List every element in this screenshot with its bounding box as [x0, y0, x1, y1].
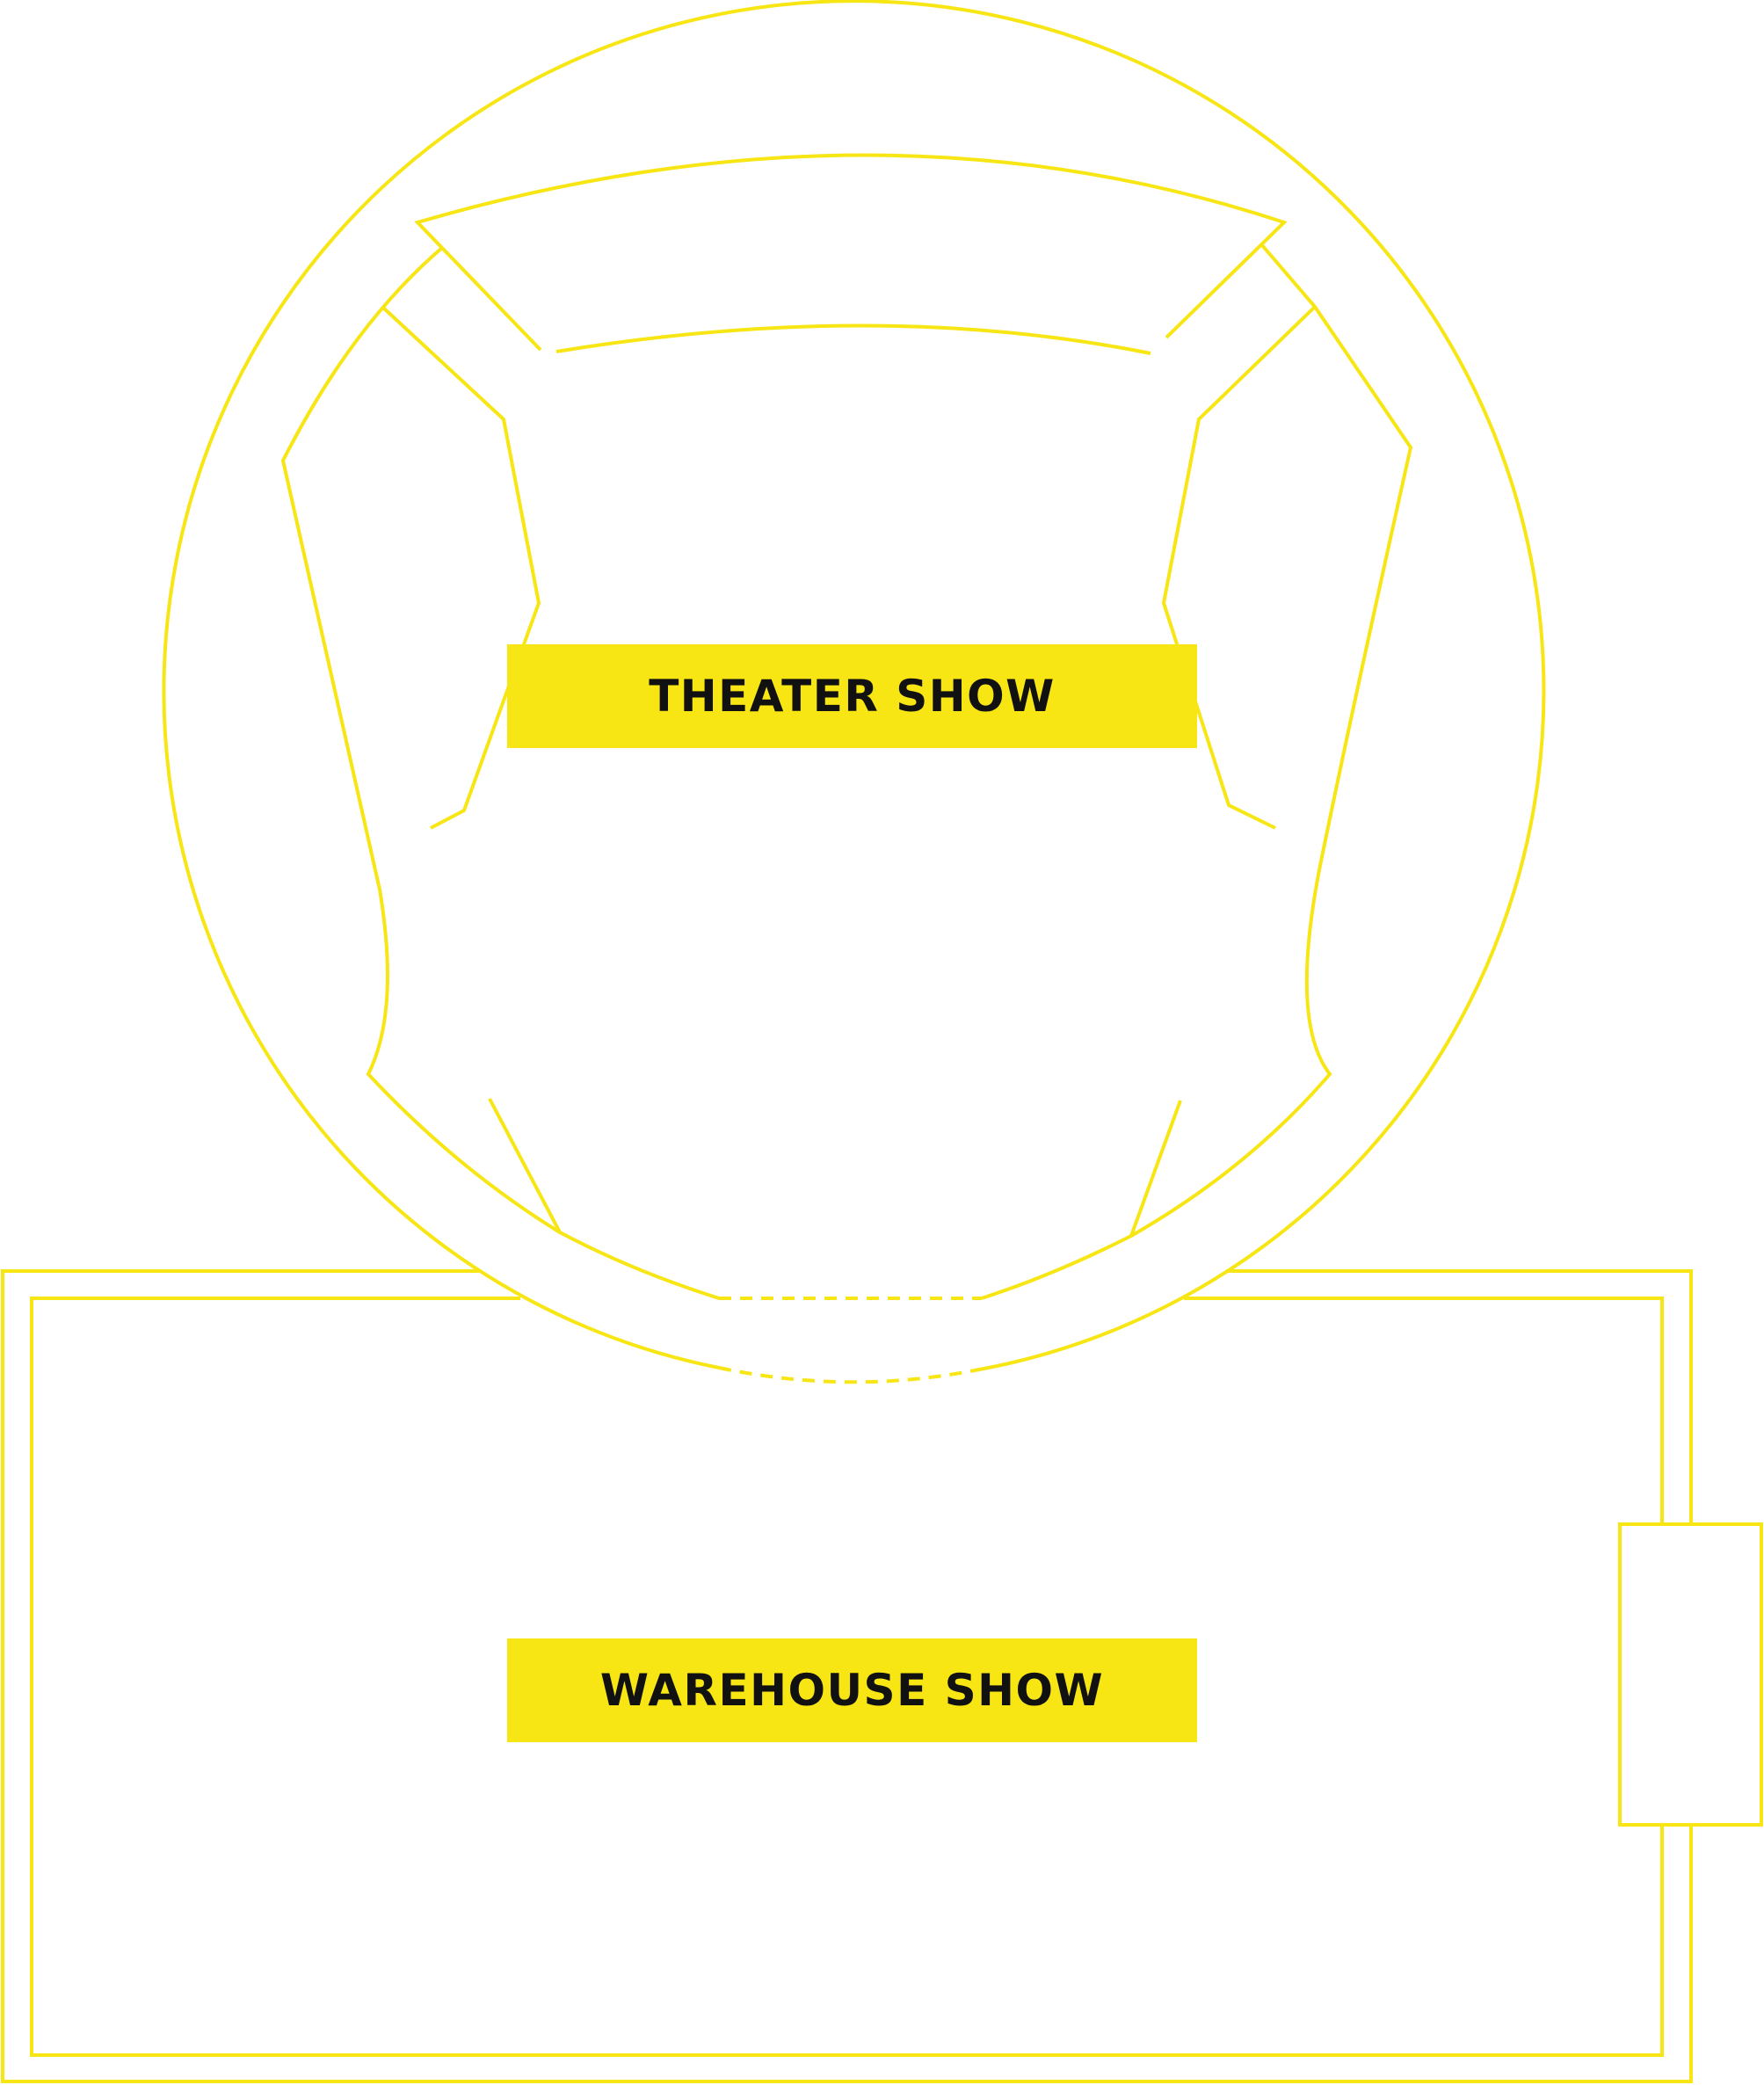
- seating-outline-right: [1130, 243, 1413, 1238]
- aisle-left: [488, 1098, 720, 1300]
- stage-outline: [414, 153, 1288, 352]
- warehouse-show-button[interactable]: WAREHOUSE SHOW: [507, 1638, 1197, 1742]
- theater-outer-circle-gap: [718, 1366, 976, 1384]
- stage-front-edge: [555, 323, 1151, 355]
- theater-outer-circle: [162, 0, 1546, 1372]
- theater-show-button[interactable]: THEATER SHOW: [507, 644, 1197, 748]
- seating-divider-right: [1161, 305, 1317, 830]
- warehouse-outer-wall-top-right: [1226, 1269, 1693, 1524]
- warehouse-outer-wall: [1, 1269, 1693, 2083]
- aisle-right: [981, 1100, 1182, 1300]
- warehouse-inner-wall-top-right: [1184, 1297, 1664, 1524]
- warehouse-side-annex: [1618, 1522, 1763, 1827]
- warehouse-inner-wall: [30, 1297, 1664, 2057]
- seating-divider-left: [381, 306, 541, 830]
- seating-outline-left: [280, 245, 562, 1234]
